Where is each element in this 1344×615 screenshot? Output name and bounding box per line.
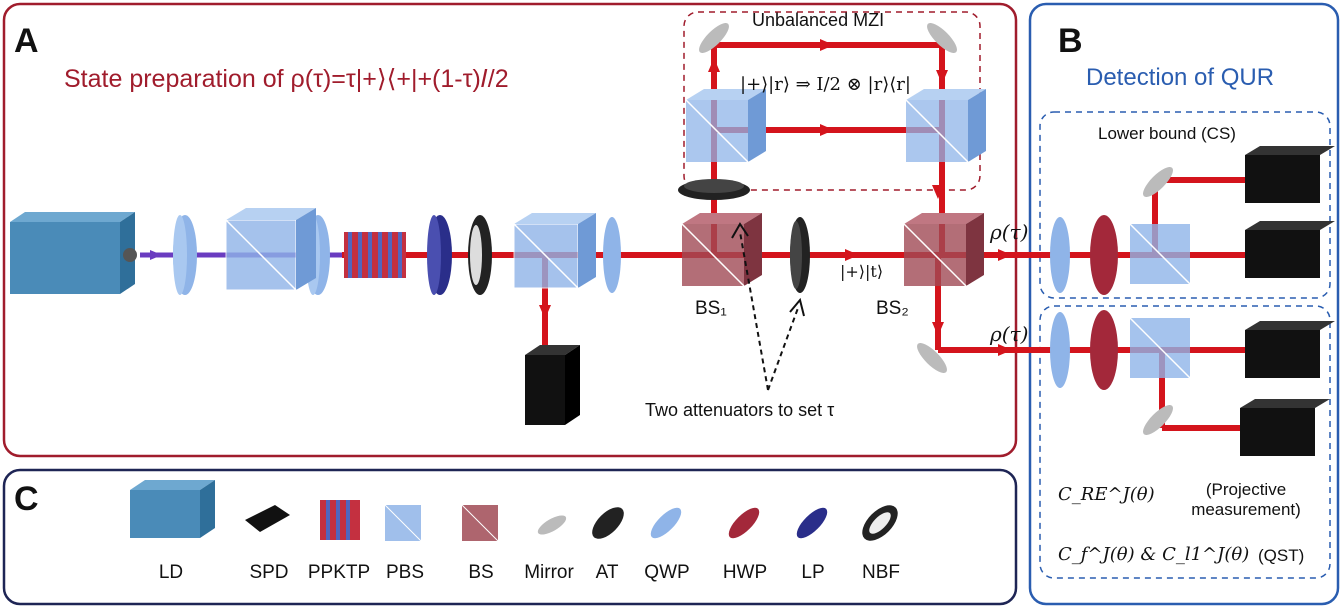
qst-label: (QST) — [1258, 546, 1305, 565]
legend-label-nbf: NBF — [862, 562, 900, 583]
legend-nbf-icon — [862, 505, 898, 541]
projective-label: (Projective measurement) — [1191, 480, 1301, 519]
mirror-bs2-out — [917, 343, 947, 373]
bs2-label: BS₂ — [876, 298, 909, 319]
mzi-label: Unbalanced MZI — [752, 10, 885, 30]
pbs-2 — [513, 213, 596, 289]
mzi-pbs-right — [905, 89, 986, 163]
legend-at-icon — [592, 507, 624, 539]
legend-label-qwp: QWP — [644, 562, 690, 583]
legend-ppktp-icon — [320, 500, 360, 540]
spd-b-1 — [1245, 146, 1335, 203]
b-bottom-optics — [1050, 310, 1191, 390]
legend-ld-icon — [130, 480, 215, 538]
legend-label-lp: LP — [801, 562, 825, 583]
lp — [427, 215, 452, 295]
ket-t-label: |+⟩|t⟩ — [840, 262, 884, 281]
legend-label-ppktp: PPKTP — [307, 562, 371, 583]
attenuator-2 — [790, 217, 810, 293]
legend-hwp-icon — [728, 507, 760, 539]
bs1-label: BS₁ — [695, 298, 727, 319]
spd-a — [525, 345, 580, 425]
panel-b-frame — [1028, 2, 1340, 606]
legend-lp-icon — [796, 507, 828, 539]
c-f-l1-label: C_f^J(θ) & C_l1^J(θ) — [1058, 544, 1250, 565]
mirror-b-top — [1143, 167, 1173, 197]
mirror-mzi-tl — [699, 23, 729, 53]
qwp-1 — [173, 215, 197, 295]
b-top-optics — [1050, 215, 1191, 295]
bs-1 — [681, 213, 762, 287]
rho-top-label: ρ(τ) — [990, 220, 1029, 244]
c-re-label: C_RE^J(θ) — [1058, 484, 1155, 505]
legend-label-ld: LD — [158, 562, 184, 583]
legend-mirror-icon — [537, 515, 567, 535]
mzi-formula: |+⟩|r⟩ ⇒ I/2 ⊗ |r⟩⟨r| — [740, 74, 911, 95]
pbs-1 — [225, 208, 316, 291]
lower-bound-label: Lower bound (CS) — [1098, 124, 1236, 143]
panel-c-letter: C — [14, 480, 39, 518]
panel-a-frame — [2, 2, 1018, 458]
attenuators-label: Two attenuators to set τ — [645, 400, 835, 420]
legend-label-pbs: PBS — [385, 562, 425, 583]
mirror-b-bottom — [1143, 405, 1173, 435]
legend-bs-icon — [461, 504, 499, 542]
spd-b-2 — [1245, 221, 1335, 278]
mirror-mzi-tr — [927, 23, 957, 53]
legend-qwp-icon — [650, 507, 682, 539]
rho-bottom-label: ρ(τ) — [990, 322, 1029, 346]
qwp-3 — [603, 217, 621, 293]
legend-label-bs: BS — [468, 562, 494, 583]
panel-b-letter: B — [1058, 22, 1083, 60]
legend-label-mirror: Mirror — [524, 562, 574, 583]
spd-b-3 — [1245, 321, 1335, 378]
detection-title: Detection of QUR — [1086, 64, 1275, 91]
legend-pbs-icon — [384, 504, 422, 542]
panel-a-letter: A — [14, 22, 39, 60]
nbf — [468, 215, 492, 295]
legend-label-hwp: HWP — [722, 562, 768, 583]
legend-spd-icon — [245, 505, 290, 532]
legend-icons — [130, 480, 898, 542]
spd-b-4 — [1240, 399, 1330, 456]
legend-label-spd: SPD — [249, 562, 289, 583]
legend-label-at: AT — [595, 562, 619, 583]
bs-2 — [903, 213, 984, 287]
attenuator-pointer-arrows — [731, 222, 805, 391]
ppktp-crystal — [344, 232, 406, 278]
mzi-pbs-left — [685, 89, 766, 163]
lower-bound-dashed-box — [1039, 111, 1331, 299]
laser-diode — [10, 212, 137, 294]
attenuator-1 — [678, 179, 750, 200]
state-preparation-title: State preparation of ρ(τ)=τ|+⟩⟨+|+(1-τ)𝐼… — [64, 65, 509, 93]
panel-c-frame — [2, 468, 1018, 606]
